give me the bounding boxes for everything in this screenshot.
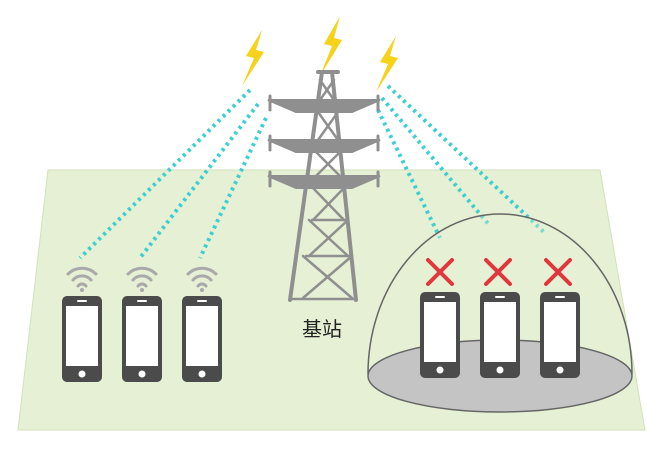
- signal-beams: [78, 84, 547, 260]
- smartphone-icon: [540, 292, 580, 378]
- beam-to-phone-2: [138, 102, 260, 260]
- beam-to-shield-3: [386, 84, 547, 235]
- blocked-phones: [420, 292, 580, 378]
- beam-to-shield-1: [376, 109, 442, 239]
- cross-icon: [426, 258, 454, 286]
- cross-icon: [484, 258, 512, 286]
- connected-phones: [62, 296, 222, 382]
- wifi-icons: [66, 266, 218, 292]
- smartphone-icon: [62, 296, 102, 382]
- base-station-label: 基站: [302, 317, 342, 341]
- smartphone-icon: [420, 292, 460, 378]
- smartphone-icon: [122, 296, 162, 382]
- wifi-signal-icon: [186, 266, 218, 292]
- lightning-bolt-icon: [242, 30, 264, 86]
- smartphone-icon: [480, 292, 520, 378]
- blocked-marks: [426, 258, 572, 286]
- beam-to-phone-1: [78, 88, 252, 260]
- wifi-signal-icon: [66, 266, 98, 292]
- lightning-bolt-icon: [320, 16, 342, 76]
- lightning-bolt-icon: [376, 36, 398, 92]
- wifi-signal-icon: [126, 266, 158, 292]
- lightning-bolts: [242, 16, 398, 92]
- beam-to-phone-3: [198, 117, 268, 259]
- transmission-tower-icon: [267, 70, 381, 302]
- smartphone-icon: [182, 296, 222, 382]
- cross-icon: [544, 258, 572, 286]
